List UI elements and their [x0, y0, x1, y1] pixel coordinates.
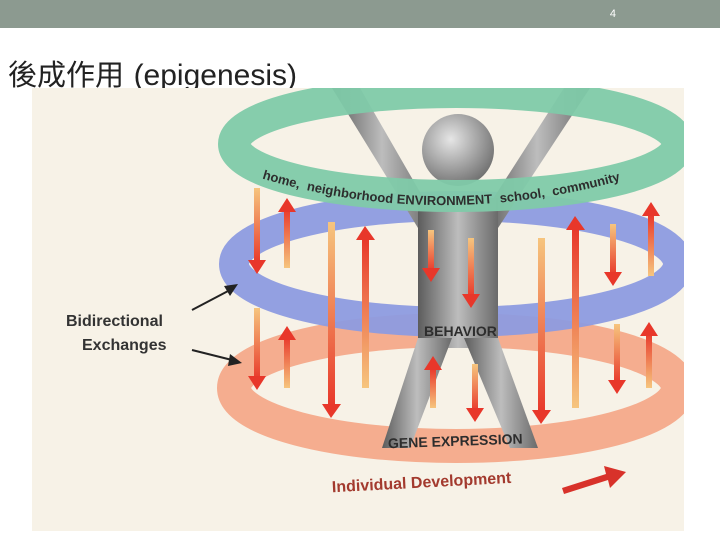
slide-number: 4 [609, 8, 616, 20]
top-bar: 4 [0, 0, 720, 28]
exchanges-label-line2: Exchanges [82, 337, 167, 354]
behavior-label: BEHAVIOR [424, 323, 497, 339]
person-head [422, 114, 494, 186]
development-label: Individual Development [331, 470, 512, 496]
epigenesis-figure: home, neighborhood ENVIRONMENT school, c… [32, 88, 684, 531]
gene-expression-label: GENE EXPRESSION [388, 431, 523, 452]
epigenesis-diagram: home, neighborhood ENVIRONMENT school, c… [66, 88, 684, 496]
person-figure [332, 88, 590, 448]
upper-arrows [248, 188, 660, 308]
environment-ring [218, 88, 684, 212]
lower-arrows [248, 308, 658, 422]
exchange-pointer-arrows [191, 284, 242, 366]
exchanges-label-line1: Bidirectional [66, 313, 163, 330]
title-chinese: 後成作用 [8, 58, 125, 92]
title-english: (epigenesis) [133, 59, 297, 92]
environment-school: school, [499, 185, 546, 206]
long-arrows [322, 216, 585, 424]
slide-title: 後成作用 (epigenesis) [8, 52, 297, 94]
development-arrow [562, 466, 626, 494]
